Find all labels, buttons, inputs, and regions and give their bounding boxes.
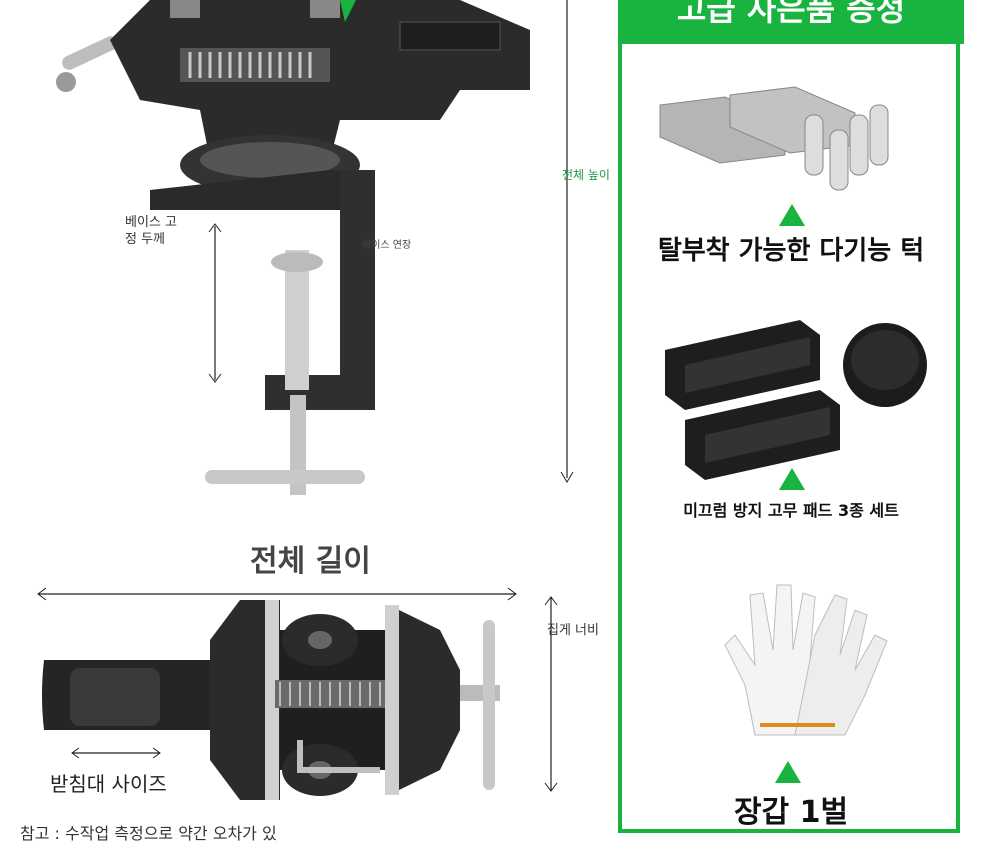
footer-note: 참고 : 수작업 측정으로 약간 오차가 있	[20, 824, 277, 843]
jaw-width-arrow	[544, 596, 558, 792]
total-length-arrow	[37, 587, 517, 601]
gloves-illustration	[724, 584, 888, 736]
base-extension-label: 베이스 연장	[362, 240, 412, 251]
gift-banner-title: 고급 사은품 증정	[676, 0, 906, 28]
gift-item-pads-label: 미끄럼 방지 고무 패드 3종 세트	[683, 501, 899, 520]
vise-top-illustration	[42, 600, 500, 800]
vise-side-illustration	[56, 0, 530, 495]
up-triangle-icon	[779, 204, 805, 226]
base-thickness-label: 베이스 고 정 두께	[125, 215, 177, 247]
gift-item-gloves-label: 장갑 1벌	[733, 795, 849, 830]
anvil-size-label: 받침대 사이즈	[50, 772, 167, 796]
gift-banner	[618, 0, 964, 44]
anvil-size-arrow	[71, 747, 161, 759]
base-thickness-arrow	[208, 223, 222, 383]
up-triangle-icon	[779, 468, 805, 490]
up-triangle-icon	[775, 761, 801, 783]
total-length-label: 전체 길이	[250, 544, 371, 579]
rubber-pads-illustration	[665, 320, 927, 480]
total-height-arrow	[560, 0, 574, 483]
gift-item-jaws-label: 탈부착 가능한 다기능 턱	[657, 236, 925, 266]
gift-panel	[618, 0, 960, 833]
jaw-width-label: 집게 너비	[547, 623, 599, 638]
total-height-label: 전체 높이	[562, 168, 610, 182]
jaw-blocks-illustration	[659, 86, 889, 191]
